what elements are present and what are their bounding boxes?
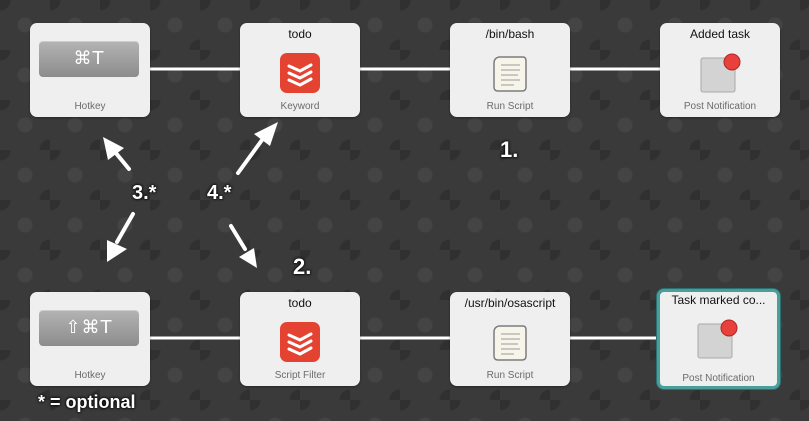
hotkey-node-1[interactable]: ⌘T Hotkey xyxy=(30,23,150,117)
node-label: Run Script xyxy=(486,370,534,381)
hotkey-key-icon: ⇧⌘T xyxy=(39,310,139,346)
arrow-4-down xyxy=(229,224,247,251)
node-title: Task marked co... xyxy=(671,293,766,307)
node-label: Hotkey xyxy=(74,370,106,381)
notification-icon xyxy=(697,319,738,359)
post-notification-node-2[interactable]: Task marked co... Post Notification xyxy=(657,289,780,389)
keyword-node[interactable]: todo Keyword xyxy=(240,23,360,117)
node-title: todo xyxy=(288,296,312,310)
scroll-icon xyxy=(493,56,527,92)
todoist-icon xyxy=(280,322,320,362)
node-label: Script Filter xyxy=(274,370,326,381)
annotation-step-4: 4.* xyxy=(207,182,232,204)
annotation-step-3: 3.* xyxy=(132,182,157,204)
annotation-step-1: 1. xyxy=(500,137,519,162)
post-notification-node-1[interactable]: Added task Post Notification xyxy=(660,23,780,117)
annotation-step-2: 2. xyxy=(293,254,312,279)
hotkey-key-icon: ⌘T xyxy=(39,41,139,77)
node-title: Added task xyxy=(689,27,751,41)
todoist-icon xyxy=(280,53,320,93)
optional-legend: * = optional xyxy=(38,392,136,412)
arrow-3-up xyxy=(113,150,131,171)
notification-icon xyxy=(700,53,741,93)
arrow-4-down-head xyxy=(239,248,257,268)
node-title: todo xyxy=(288,27,312,41)
scroll-icon xyxy=(493,325,527,361)
arrow-4-up xyxy=(236,138,264,175)
arrow-4-up-head xyxy=(254,122,278,146)
hotkey-node-2[interactable]: ⇧⌘T Hotkey xyxy=(30,292,150,386)
node-label: Post Notification xyxy=(682,373,755,384)
node-label: Hotkey xyxy=(74,101,106,112)
node-title: /bin/bash xyxy=(485,27,535,41)
node-label: Keyword xyxy=(280,101,320,112)
node-label: Post Notification xyxy=(683,101,757,112)
run-script-node-2[interactable]: /usr/bin/osascript Run Script xyxy=(450,292,570,386)
run-script-node-1[interactable]: /bin/bash Run Script xyxy=(450,23,570,117)
hotkey-shortcut: ⇧⌘T xyxy=(65,317,113,338)
node-label: Run Script xyxy=(486,101,534,112)
arrow-3-down xyxy=(115,212,135,244)
node-title: /usr/bin/osascript xyxy=(464,296,556,310)
script-filter-node[interactable]: todo Script Filter xyxy=(240,292,360,386)
hotkey-shortcut: ⌘T xyxy=(73,48,105,69)
arrow-3-down-head xyxy=(107,240,127,262)
arrow-3-up-head xyxy=(103,137,124,160)
